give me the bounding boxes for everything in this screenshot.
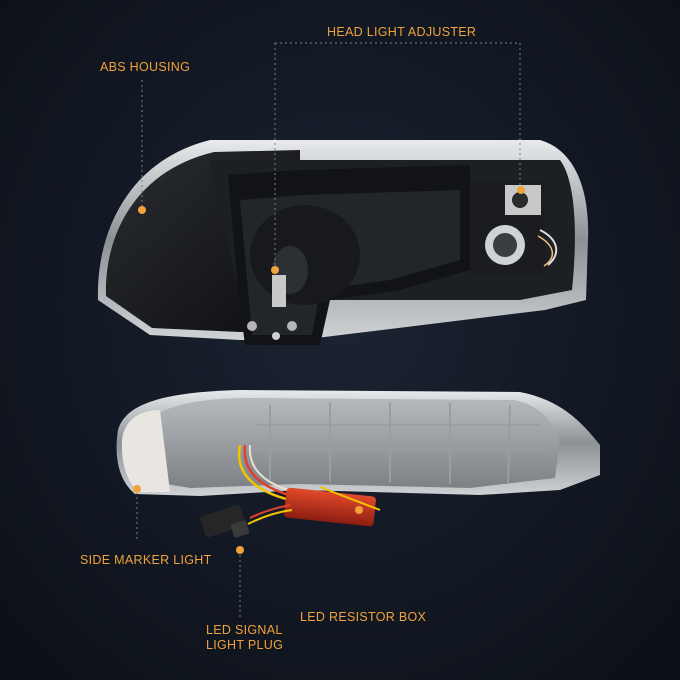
abs-housing-dot — [138, 206, 146, 214]
side-marker-light-label: SIDE MARKER LIGHT — [80, 553, 212, 567]
led-signal-label-line2: LIGHT PLUG — [206, 638, 284, 652]
head-light-adjuster-label: HEAD LIGHT ADJUSTER — [327, 25, 477, 39]
abs-housing-label: ABS HOUSING — [100, 60, 191, 74]
led-signal-label-line1: LED SIGNAL — [206, 623, 283, 637]
side-marker-dot — [133, 485, 141, 493]
led-resistor-box — [284, 487, 376, 527]
side-marker-lens — [121, 410, 170, 492]
adjuster-dot-left — [271, 266, 279, 274]
led-signal-plug — [200, 504, 246, 538]
adjuster-dot-right — [517, 186, 525, 194]
marker-grey-back-plate — [150, 398, 560, 488]
callout-dots — [133, 186, 525, 554]
callout-lines — [136, 42, 521, 620]
headlight-rear-view — [97, 140, 589, 345]
plug-dot — [236, 546, 244, 554]
resistor-dot — [355, 506, 363, 514]
side-marker-unit — [116, 390, 600, 538]
led-resistor-box-label: LED RESISTOR BOX — [300, 610, 427, 624]
